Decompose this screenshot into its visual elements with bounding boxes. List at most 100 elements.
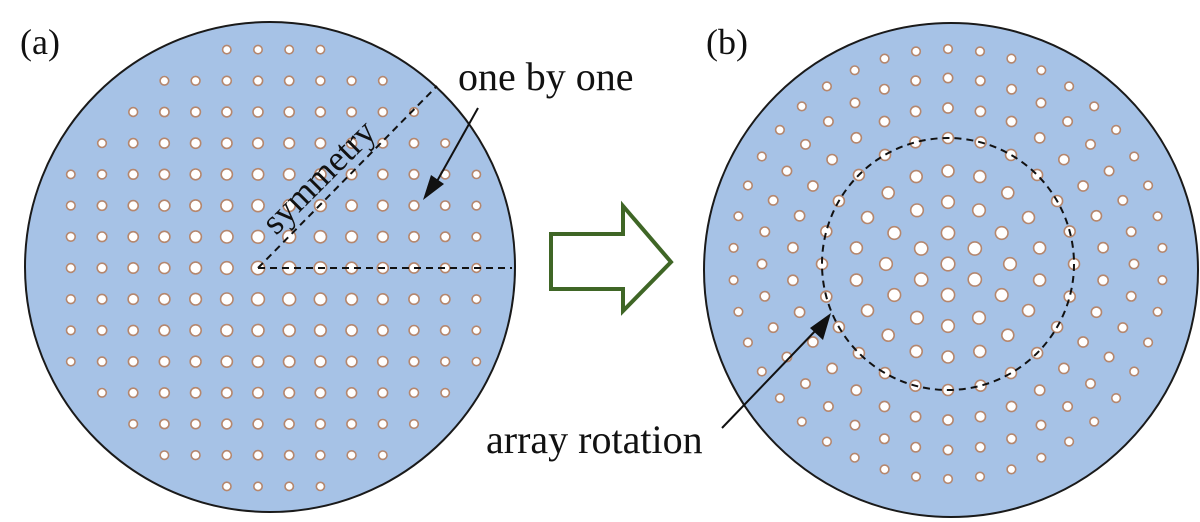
hole	[849, 65, 860, 76]
hole	[1036, 452, 1047, 463]
hole	[728, 275, 739, 286]
hole	[345, 199, 358, 212]
hole	[408, 199, 420, 212]
rotation-path	[821, 137, 1075, 391]
hole	[190, 75, 201, 87]
hole	[821, 436, 833, 447]
hole	[376, 230, 389, 244]
hole	[822, 116, 834, 128]
hole	[1006, 53, 1017, 64]
hole	[850, 384, 863, 397]
hole	[408, 387, 420, 399]
hole	[1021, 210, 1036, 225]
hole	[756, 366, 767, 377]
arrowhead	[423, 175, 444, 200]
hole	[189, 199, 203, 213]
one-by-one-arrow	[423, 107, 479, 200]
hole	[878, 433, 890, 445]
hole	[440, 356, 451, 367]
hole	[787, 274, 799, 287]
hole	[65, 231, 77, 243]
hole	[158, 387, 171, 399]
hole	[65, 169, 76, 180]
hole	[887, 287, 902, 303]
hole	[283, 386, 296, 399]
hole	[408, 137, 420, 149]
hole	[787, 241, 799, 254]
hole	[942, 414, 954, 426]
hole	[849, 419, 861, 431]
hole	[1004, 366, 1018, 380]
panel-b: (b) array rotation	[486, 22, 1199, 518]
hole	[1085, 138, 1097, 150]
hole	[221, 418, 233, 430]
hole	[251, 323, 265, 338]
hole	[158, 355, 171, 368]
hole	[127, 261, 140, 274]
hole	[219, 292, 234, 307]
hole	[439, 293, 451, 305]
hole	[284, 481, 295, 492]
hole	[251, 137, 265, 150]
hole	[345, 292, 359, 306]
hole	[96, 293, 108, 305]
hole	[96, 262, 108, 274]
hole	[1117, 194, 1129, 206]
hole	[190, 418, 202, 430]
hole	[127, 137, 139, 149]
hole	[971, 310, 987, 325]
hole	[158, 261, 171, 275]
hole	[377, 106, 389, 118]
hole	[282, 355, 296, 369]
hole	[974, 471, 986, 482]
hole	[910, 75, 922, 87]
hole	[408, 106, 420, 118]
hole	[819, 225, 833, 238]
hole	[909, 169, 924, 184]
hole	[1129, 151, 1140, 162]
hole	[821, 81, 833, 92]
hole	[799, 138, 811, 150]
hole	[1006, 464, 1017, 475]
hole	[1000, 328, 1015, 343]
hole	[1142, 180, 1154, 191]
hole	[774, 124, 786, 135]
hole	[314, 106, 327, 118]
hole	[940, 256, 956, 272]
hole	[767, 322, 779, 334]
hole	[910, 471, 922, 482]
hole	[188, 261, 203, 275]
hole	[471, 231, 482, 242]
hole	[471, 325, 482, 336]
hole	[283, 137, 296, 150]
hole	[807, 180, 819, 192]
hole	[220, 167, 234, 181]
panel-a: (a) one by one symmetry	[20, 21, 634, 513]
hole	[159, 450, 170, 461]
hole	[408, 168, 420, 180]
hole	[408, 230, 420, 243]
hole	[439, 324, 451, 336]
hole	[314, 137, 327, 150]
hole	[314, 355, 327, 368]
hole	[158, 199, 171, 212]
hole	[189, 168, 202, 181]
hole	[346, 106, 358, 118]
hole	[1077, 180, 1089, 192]
hole	[759, 290, 771, 302]
hole	[878, 366, 892, 380]
hole	[345, 137, 358, 149]
hole	[796, 101, 807, 112]
hole	[942, 102, 954, 114]
hole	[756, 151, 767, 162]
hole	[253, 481, 264, 492]
hole	[65, 200, 76, 211]
hole	[252, 418, 264, 430]
hole	[1103, 351, 1115, 363]
hole	[1085, 378, 1097, 390]
hole	[967, 241, 983, 256]
hole	[971, 203, 987, 218]
hole	[471, 294, 482, 305]
hole	[219, 229, 234, 244]
